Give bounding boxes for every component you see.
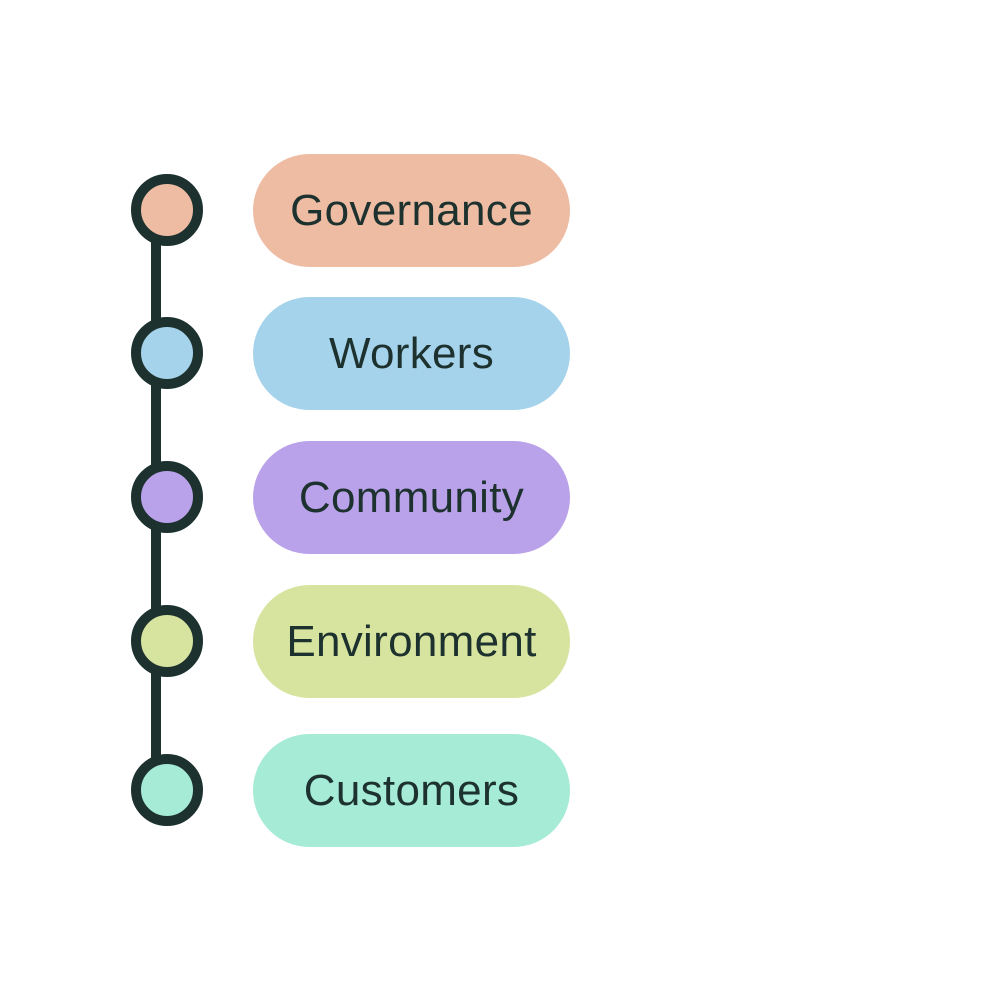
timeline-node-circle (131, 174, 203, 246)
item-label: Governance (290, 185, 533, 235)
item-pill: Governance (253, 154, 570, 267)
item-label: Workers (328, 328, 495, 378)
item-pill: Customers (253, 734, 570, 847)
timeline-node-circle (131, 461, 203, 533)
item-label: Customers (303, 765, 520, 815)
item-pill: Environment (253, 585, 570, 698)
item-label: Community (298, 472, 525, 522)
item-pill: Workers (253, 297, 570, 410)
timeline-node-circle (131, 754, 203, 826)
item-pill: Community (253, 441, 570, 554)
timeline-node-circle (131, 605, 203, 677)
timeline-node-circle (131, 317, 203, 389)
item-label: Environment (286, 616, 537, 666)
